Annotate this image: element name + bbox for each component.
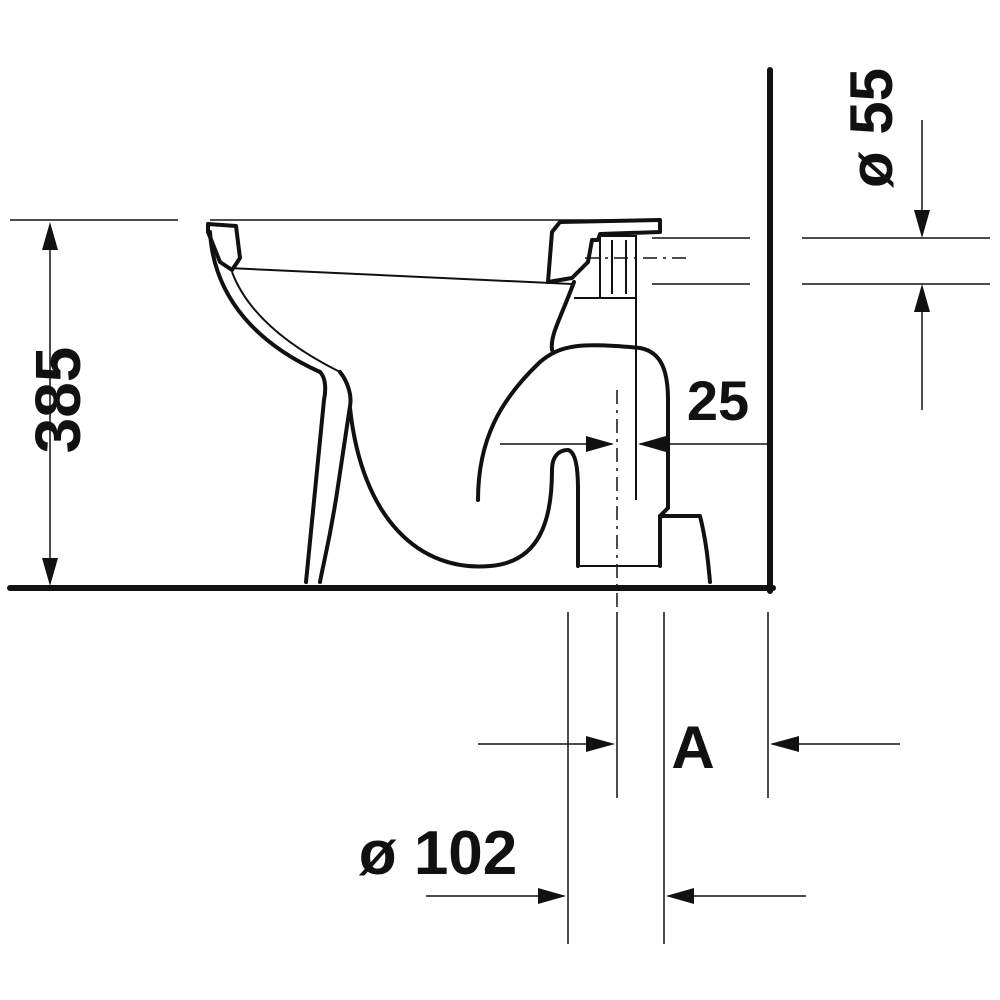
- floor-and-wall: [7, 67, 776, 594]
- inlet-dimension: ø 55: [838, 68, 930, 410]
- offset-dimension: 25: [500, 369, 768, 452]
- height-dimension: 385: [22, 222, 94, 586]
- outlet-label: ø 102: [359, 819, 518, 888]
- offset-label: 25: [687, 369, 749, 432]
- center-lines: [10, 219, 990, 612]
- rear-foot: [658, 514, 712, 584]
- bowl-front: [208, 230, 322, 374]
- height-label: 385: [22, 347, 94, 454]
- inlet-spigot: [599, 235, 637, 299]
- inlet-label: ø 55: [838, 68, 905, 188]
- outlet-dimension: ø 102: [359, 612, 806, 944]
- front-foot: [304, 370, 328, 584]
- wall-distance-label: A: [671, 714, 714, 781]
- toilet-outline: [206, 218, 712, 584]
- wall-distance-dimension: A: [478, 612, 900, 798]
- trapway: [348, 406, 580, 569]
- rear-rim: [546, 218, 662, 284]
